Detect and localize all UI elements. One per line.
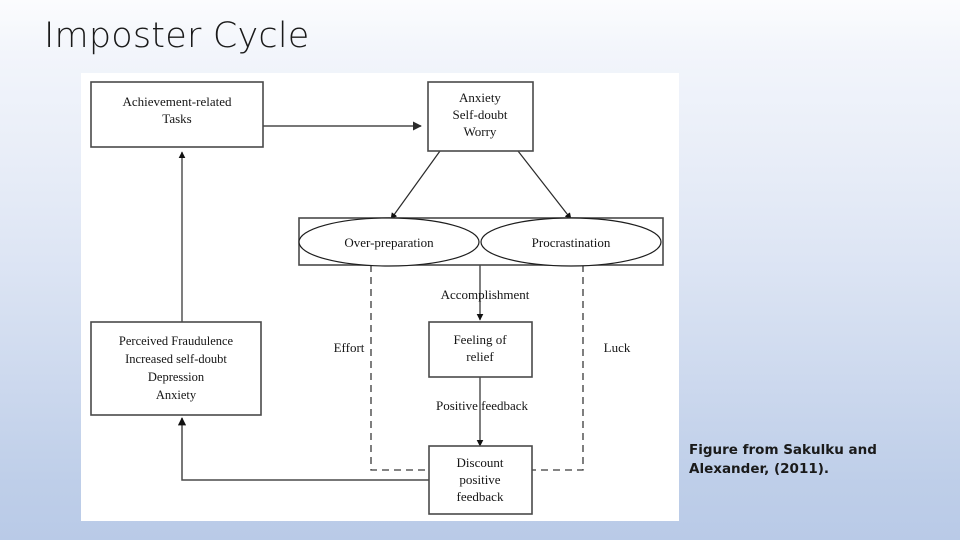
- node-discount-line-3: feedback: [457, 489, 504, 504]
- node-procrastination-label: Procrastination: [532, 235, 611, 250]
- node-anxiety-self-doubt-worry: Anxiety Self-doubt Worry: [427, 81, 534, 152]
- node-over-preparation-label: Over-preparation: [344, 235, 434, 250]
- node-feeling-of-relief: Feeling of relief: [428, 321, 533, 378]
- node-fraudulence-line-3: Depression: [148, 370, 205, 384]
- edge-label-luck: Luck: [604, 340, 631, 355]
- edge-anxiety-to-over-preparation: [390, 150, 441, 220]
- node-achievement-line-2: Tasks: [162, 111, 191, 126]
- figure-source-caption: Figure from Sakulku and Alexander, (2011…: [689, 442, 877, 477]
- ellipse-over-preparation: [298, 217, 480, 267]
- edge-label-effort: Effort: [334, 340, 365, 355]
- edge-label-positive-feedback: Positive feedback: [436, 398, 529, 413]
- edge-label-accomplishment: Accomplishment: [441, 287, 530, 302]
- node-perceived-fraudulence: Perceived Fraudulence Increased self-dou…: [90, 321, 262, 416]
- imposter-cycle-diagram: Achievement-related Tasks Anxiety Self-d…: [90, 81, 664, 515]
- ellipse-procrastination: [480, 217, 662, 267]
- node-anxiety-line-3: Worry: [464, 124, 497, 139]
- node-discount-line-2: positive: [459, 472, 500, 487]
- node-relief-line-1: Feeling of: [453, 332, 507, 347]
- node-discount-line-1: Discount: [457, 455, 504, 470]
- edge-luck-dashed: [530, 265, 584, 471]
- edge-effort-dashed: [370, 265, 431, 471]
- node-relief-line-2: relief: [466, 349, 494, 364]
- figure-panel: Achievement-related Tasks Anxiety Self-d…: [81, 73, 679, 521]
- node-achievement-line-1: Achievement-related: [123, 94, 232, 109]
- edge-discount-to-perceived-fraudulence: [177, 417, 429, 481]
- node-anxiety-line-2: Self-doubt: [453, 107, 508, 122]
- node-fraudulence-line-4: Anxiety: [156, 388, 197, 402]
- node-fraudulence-line-2: Increased self-doubt: [125, 352, 227, 366]
- node-fraudulence-line-1: Perceived Fraudulence: [119, 334, 234, 348]
- page-title: Imposter Cycle: [44, 16, 310, 56]
- node-anxiety-line-1: Anxiety: [459, 90, 501, 105]
- node-achievement-related-tasks: Achievement-related Tasks: [90, 81, 264, 148]
- edge-anxiety-to-procrastination: [517, 150, 572, 220]
- node-coping-strategies-block: Over-preparation Procrastination: [298, 217, 664, 267]
- node-discount-positive-feedback: Discount positive feedback: [428, 445, 533, 515]
